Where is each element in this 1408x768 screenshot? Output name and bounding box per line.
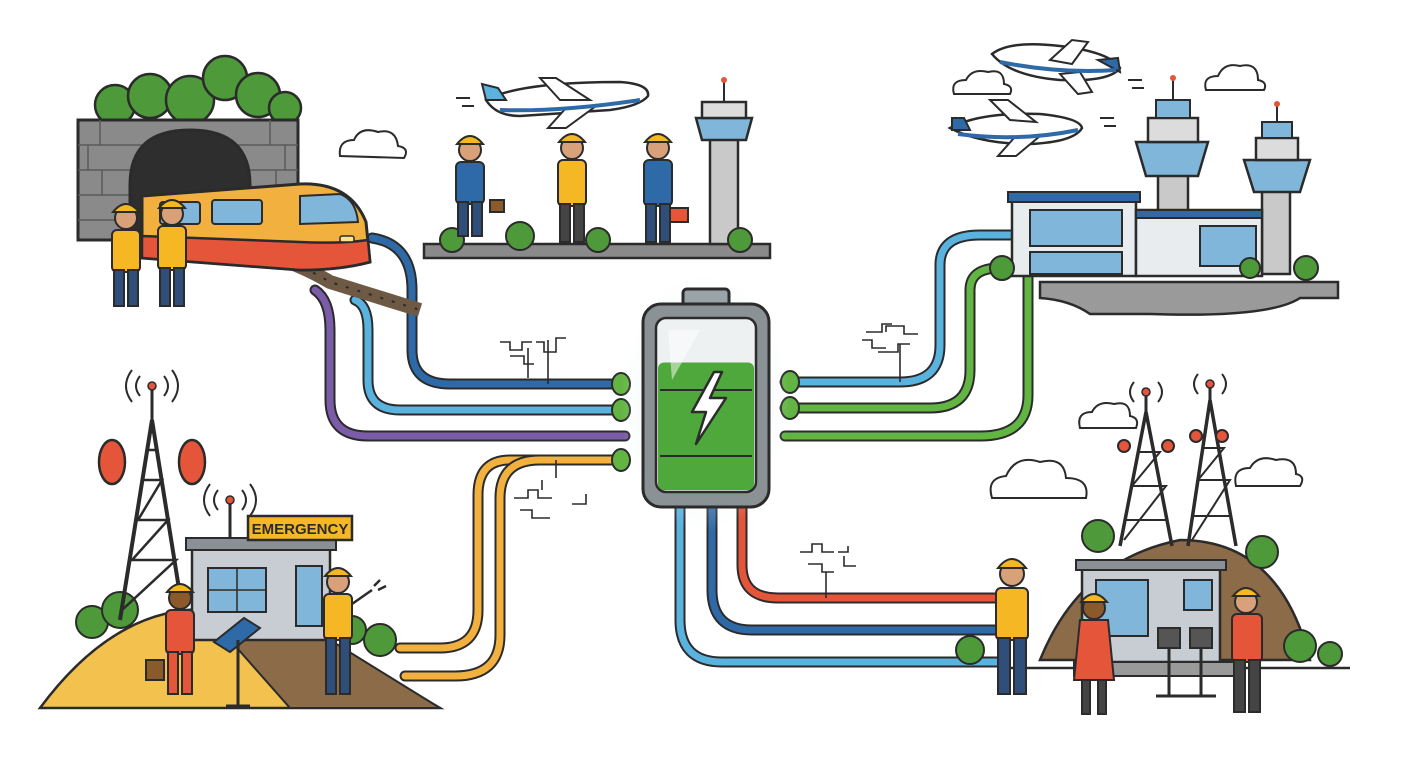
runway-apron (1038, 280, 1340, 316)
airfield-worker-3 (642, 133, 689, 243)
telecom-worker-2 (1072, 593, 1116, 715)
antenna-icon (1117, 381, 1175, 547)
hub-airfield-crew (422, 77, 772, 260)
emergency-worker-1 (145, 583, 196, 695)
cloud-icon (1234, 457, 1304, 487)
central-battery (620, 272, 790, 532)
cable-orange-1 (394, 454, 631, 654)
control-tower-icon (694, 77, 754, 246)
hub-rail-tunnel (76, 54, 423, 317)
hub-telecom-station (955, 373, 1350, 715)
cables (309, 229, 1034, 682)
emergency-sign-text: EMERGENCY (252, 521, 349, 538)
cloud-icon (1078, 402, 1139, 429)
rail-worker-2 (156, 199, 188, 307)
control-tower-icon (1242, 101, 1312, 276)
telecom-worker-3 (1230, 587, 1263, 713)
emergency-worker-2 (322, 567, 387, 695)
circuit-traces (500, 323, 918, 598)
hub-emergency-comms: EMERGENCY (37, 369, 445, 710)
lightning-bolt-icon (690, 370, 728, 446)
airplane-icon-lower (947, 99, 1116, 157)
terminal-building (1007, 191, 1264, 278)
emergency-building: EMERGENCY (185, 483, 354, 642)
cable-blue-light-airport (779, 229, 1016, 388)
tunnel-bushes (93, 54, 303, 127)
cable-blue-light-train (349, 294, 631, 416)
airplane-icon (456, 77, 650, 129)
train-icon (140, 182, 372, 272)
airplane-icon-upper (990, 38, 1144, 96)
antenna-icon (1186, 373, 1238, 547)
solar-panel-icon (212, 616, 262, 708)
radio-tower-icon (97, 369, 207, 621)
airfield-worker-2 (556, 133, 588, 243)
cloud-icon (1204, 64, 1267, 91)
cloud-icon (989, 458, 1088, 499)
telecom-worker-1 (995, 558, 1029, 695)
cloud-icon (338, 129, 407, 160)
airfield-worker-1 (454, 135, 505, 237)
telecom-building (1073, 559, 1235, 677)
rail-worker-1 (110, 203, 142, 307)
cloud-icon (952, 70, 1013, 95)
emergency-sign-board (246, 514, 354, 542)
hub-airport-terminal (947, 38, 1340, 316)
control-panel-icon (1156, 627, 1216, 698)
